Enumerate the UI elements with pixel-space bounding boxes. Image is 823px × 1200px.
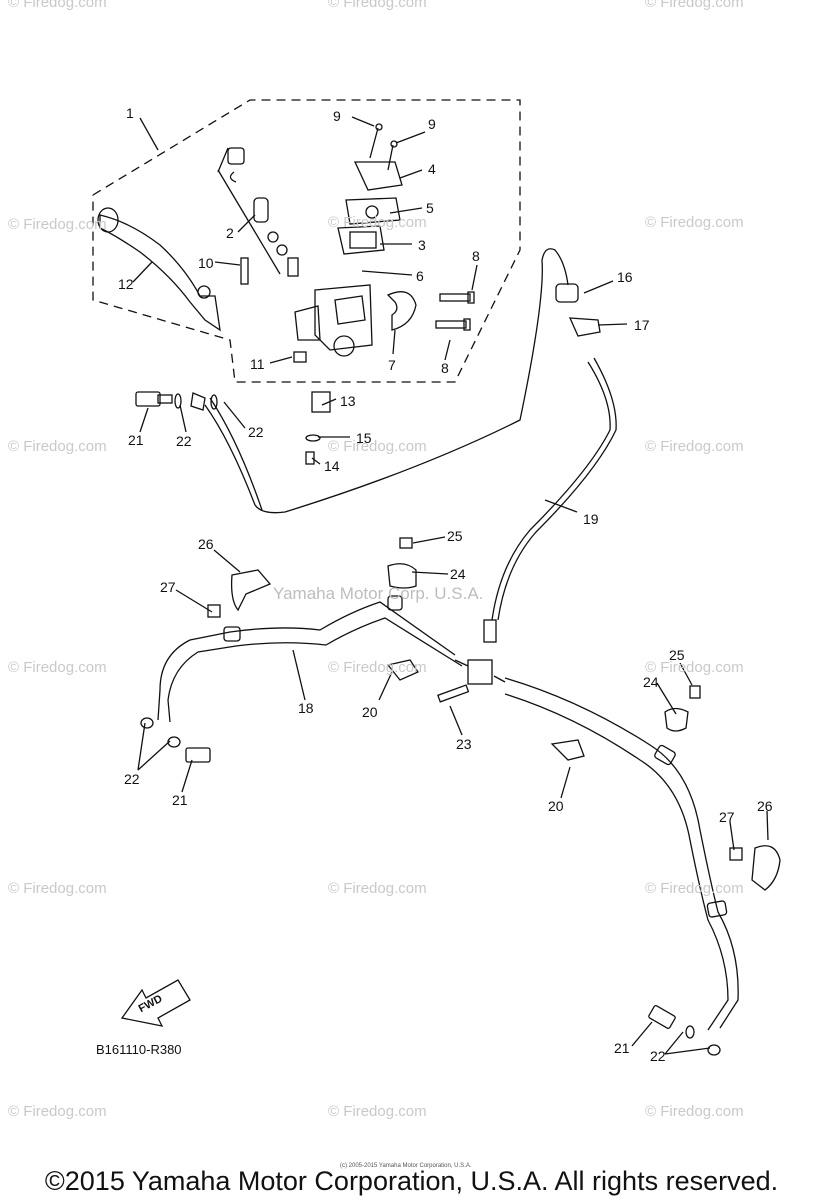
callout-1: 1 xyxy=(126,105,134,121)
callout-10: 10 xyxy=(198,255,214,271)
reference-code: B161110-R380 xyxy=(96,1042,182,1057)
callout-16: 16 xyxy=(617,269,633,285)
callout-8: 8 xyxy=(472,248,480,264)
callout-21: 21 xyxy=(172,792,188,808)
watermark: © Firedog.com xyxy=(328,438,427,455)
watermark: © Firedog.com xyxy=(645,659,744,676)
callout-17: 17 xyxy=(634,317,650,333)
callout-23: 23 xyxy=(456,736,472,752)
callout-7: 7 xyxy=(388,357,396,373)
watermark: © Firedog.com xyxy=(645,438,744,455)
watermark: © Firedog.com xyxy=(328,880,427,897)
watermark: © Firedog.com xyxy=(8,0,107,11)
watermark: © Firedog.com xyxy=(645,214,744,231)
callout-9: 9 xyxy=(333,108,341,124)
watermark: © Firedog.com xyxy=(645,1103,744,1120)
watermark: © Firedog.com xyxy=(8,659,107,676)
callout-6: 6 xyxy=(416,268,424,284)
callout-14: 14 xyxy=(324,458,340,474)
master-cylinder xyxy=(314,284,373,351)
fwd-arrow xyxy=(120,979,191,1027)
callout-24: 24 xyxy=(643,674,659,690)
watermark: © Firedog.com xyxy=(328,1103,427,1120)
callout-25: 25 xyxy=(447,528,463,544)
upper-brake-hose xyxy=(204,248,569,514)
yamaha-watermark: Yamaha Motor Corp. U.S.A. xyxy=(273,584,484,603)
callout-25: 25 xyxy=(669,647,685,663)
brake-pipe xyxy=(491,361,611,621)
callout-22: 22 xyxy=(176,433,192,449)
watermark: © Firedog.com xyxy=(8,438,107,455)
callout-8: 8 xyxy=(441,360,449,376)
callout-26: 26 xyxy=(198,536,214,552)
callout-27: 27 xyxy=(160,579,176,595)
callout-12: 12 xyxy=(118,276,134,292)
callout-11: 11 xyxy=(250,356,265,372)
callout-5: 5 xyxy=(426,200,434,216)
watermark: © Firedog.com xyxy=(645,0,744,11)
watermark: © Firedog.com xyxy=(328,0,427,11)
callout-20: 20 xyxy=(548,798,564,814)
callout-26: 26 xyxy=(757,798,773,814)
callout-21: 21 xyxy=(128,432,144,448)
callout-18: 18 xyxy=(298,700,314,716)
watermark: © Firedog.com xyxy=(328,659,427,676)
watermark: © Firedog.com xyxy=(8,1103,107,1120)
brake-lever xyxy=(99,214,221,332)
callout-21: 21 xyxy=(614,1040,630,1056)
callout-22: 22 xyxy=(248,424,264,440)
fine-print: (c) 2005-2015 Yamaha Motor Corporation, … xyxy=(340,1163,472,1169)
callout-9: 9 xyxy=(428,116,436,132)
callout-4: 4 xyxy=(428,161,436,177)
callout-15: 15 xyxy=(356,430,372,446)
right-brake-hose xyxy=(504,677,739,1029)
callout-19: 19 xyxy=(583,511,599,527)
left-brake-hose xyxy=(159,601,456,691)
callout-2: 2 xyxy=(226,225,234,241)
watermark: © Firedog.com xyxy=(645,880,744,897)
callout-24: 24 xyxy=(450,566,466,582)
callout-27: 27 xyxy=(719,809,735,825)
callout-3: 3 xyxy=(418,237,426,253)
copyright-notice: ©2015 Yamaha Motor Corporation, U.S.A. A… xyxy=(44,1166,779,1196)
callout-22: 22 xyxy=(124,771,140,787)
callout-13: 13 xyxy=(340,393,356,409)
watermark: © Firedog.com xyxy=(8,216,107,233)
watermark: © Firedog.com xyxy=(328,214,427,231)
callout-22: 22 xyxy=(650,1048,666,1064)
assembly-boundary xyxy=(92,99,521,383)
callout-20: 20 xyxy=(362,704,378,720)
watermark: © Firedog.com xyxy=(8,880,107,897)
